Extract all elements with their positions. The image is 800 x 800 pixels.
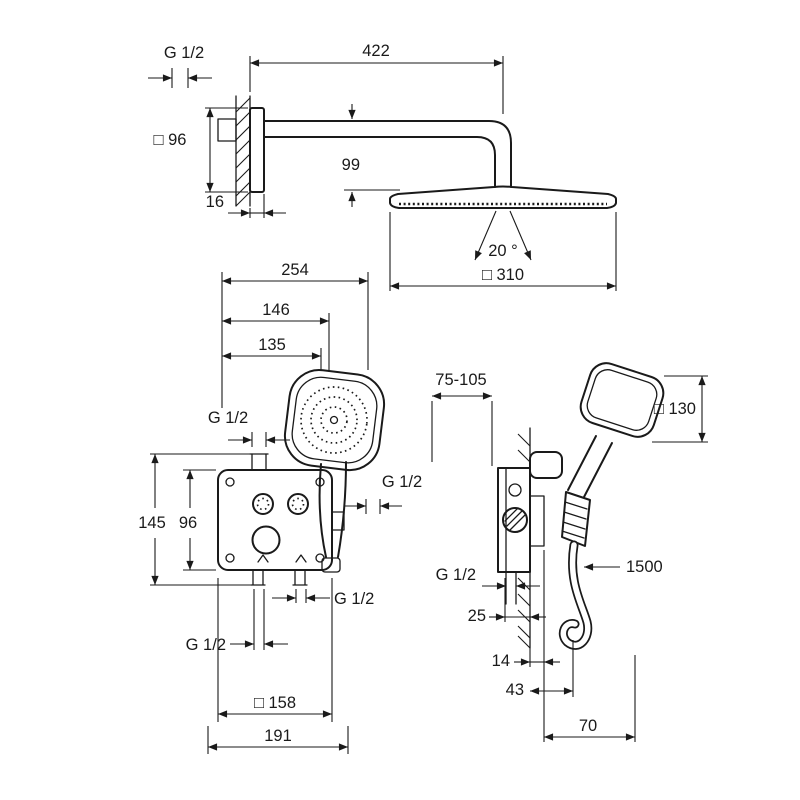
front-width-overall-label: 254 <box>281 261 309 279</box>
front-width-inner-label: 135 <box>258 336 286 354</box>
dim-front-width-mid: 146 <box>222 301 330 372</box>
flange-size-label: □ 96 <box>154 131 187 149</box>
plate-size-label: □ 158 <box>254 694 296 712</box>
box-depth-label: 25 <box>468 607 486 625</box>
front-height-overall-label: 145 <box>138 514 166 532</box>
dim-arm-reach: 422 <box>249 42 504 114</box>
handshower-size-label: □ 130 <box>654 400 696 418</box>
shower-arm <box>263 120 512 188</box>
rain-shower-head <box>389 185 617 209</box>
wall-side <box>517 427 531 649</box>
dim-head-size: □ 310 <box>389 212 617 291</box>
shower-hose <box>558 540 593 650</box>
dim-plate-size: □ 158 <box>217 578 333 722</box>
dim-flange-size: □ 96 <box>154 107 248 193</box>
mixer-box-front <box>217 453 345 586</box>
thread-outlet-bottom-left-label: G 1/2 <box>186 636 226 654</box>
dim-handshower-offset: 70 <box>543 655 636 742</box>
dim-drop: 99 <box>342 104 400 207</box>
wall-thread-label: G 1/2 <box>164 44 204 62</box>
front-width-lower-label: 191 <box>264 727 292 745</box>
thread-outlet-bottom-right-label: G 1/2 <box>334 590 374 608</box>
depth-range-label: 75-105 <box>435 371 486 389</box>
dim-spray-angle: 20 ° <box>474 210 532 261</box>
thread-inlet-top-label: G 1/2 <box>208 409 248 427</box>
thread-outlet-side-label: G 1/2 <box>382 473 422 491</box>
head-size-label: □ 310 <box>482 266 524 284</box>
hand-shower-front <box>283 369 386 472</box>
view-head-shower: 422 G 1/2 □ 96 16 99 <box>148 42 617 291</box>
wall-section <box>217 95 251 207</box>
dim-box-depth: 25 <box>468 578 546 667</box>
dim-wall-thread: G 1/2 <box>148 44 212 88</box>
front-width-mid-label: 146 <box>262 301 290 319</box>
thread-bottom-side-label: G 1/2 <box>436 566 476 584</box>
holder-depth-label: 43 <box>506 681 524 699</box>
wall-offset-label: 16 <box>206 193 224 211</box>
dim-handshower-size: □ 130 <box>652 375 708 443</box>
drop-label: 99 <box>342 156 360 174</box>
dim-front-width-inner: 135 <box>222 336 322 370</box>
dim-hose-length: 1500 <box>584 558 663 576</box>
dim-arm-reach-label: 422 <box>362 42 390 60</box>
dim-thread-outlet-bottom-right: G 1/2 <box>272 589 374 608</box>
dim-holder-depth: 43 <box>506 640 574 699</box>
front-height-box-label: 96 <box>179 514 197 532</box>
dim-thread-inlet-top: G 1/2 <box>208 409 290 447</box>
hand-shower-handle-side <box>561 435 613 547</box>
mixer-box-side <box>497 451 563 573</box>
dim-front-width-lower: 191 <box>207 726 349 754</box>
trim-depth-label: 14 <box>492 652 510 670</box>
handshower-offset-label: 70 <box>579 717 597 735</box>
wall-flange <box>249 107 265 193</box>
view-side: 75-105 <box>431 362 708 742</box>
dim-trim-depth: 14 <box>492 550 560 670</box>
dim-front-heights: 145 96 <box>138 453 251 586</box>
view-front: 254 146 135 <box>138 261 422 754</box>
dim-wall-offset: 16 <box>206 193 286 218</box>
hose-length-label: 1500 <box>626 558 663 576</box>
dim-front-width-overall: 254 <box>221 261 369 408</box>
hand-shower-side <box>579 362 665 438</box>
dim-thread-outlet-side: G 1/2 <box>344 473 422 514</box>
dim-depth-range: 75-105 <box>431 371 493 466</box>
dim-thread-outlet-bottom-left: G 1/2 <box>186 589 288 654</box>
spray-angle-label: 20 ° <box>488 242 518 260</box>
dim-thread-bottom-side: G 1/2 <box>436 566 540 605</box>
